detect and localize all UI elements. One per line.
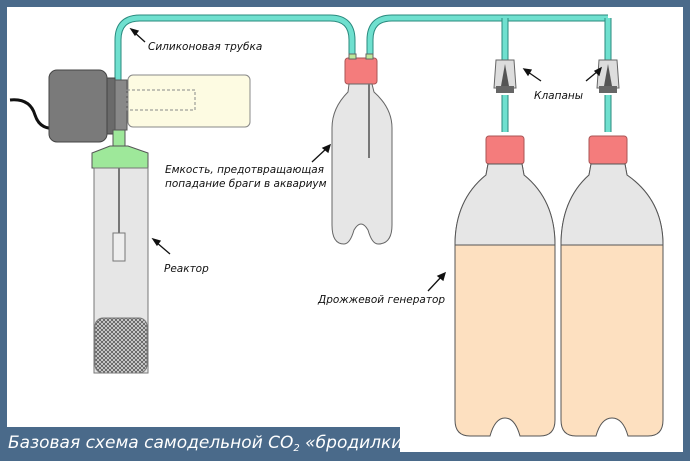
label-valves: Клапаны: [534, 90, 584, 102]
caption-suffix: «бродилки»: [299, 433, 413, 453]
silicone-tubes: [114, 14, 612, 140]
pointer-arrows: [129, 27, 603, 292]
valve-left: [493, 59, 517, 93]
power-cord: [9, 98, 56, 130]
valve-right: [596, 59, 620, 93]
label-reactor: Реактор: [164, 263, 209, 275]
pump: [9, 69, 128, 143]
caption-subscript: 2: [293, 443, 300, 454]
aquarium-filter: [126, 74, 251, 128]
generator-bottle-left: [454, 135, 556, 437]
reactor-mesh: [94, 317, 148, 374]
trap-bottle: [331, 53, 393, 245]
caption-title: Базовая схема самодельной CO2 «бродилки»: [8, 431, 413, 461]
label-trap-line1: Емкость, предотвращающая: [165, 164, 324, 176]
label-generator: Дрожжевой генератор: [318, 294, 446, 306]
caption-prefix: Базовая схема самодельной CO: [8, 433, 294, 453]
label-trap-line2: попадание браги в аквариум: [165, 178, 327, 190]
label-silicone-tube: Силиконовая трубка: [148, 41, 263, 53]
caption-bar: Базовая схема самодельной CO2 «бродилки»: [0, 427, 413, 459]
generator-bottle-right: [560, 135, 664, 437]
reactor: [91, 129, 149, 374]
